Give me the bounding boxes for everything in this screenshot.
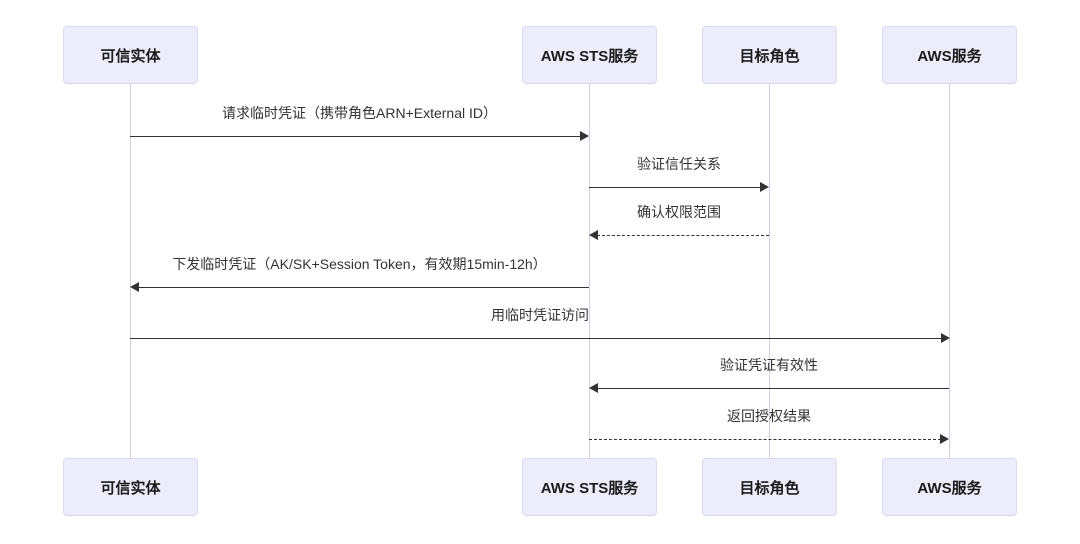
arrowhead-right-icon [580,131,589,141]
message-2-label: 验证信任关系 [637,156,721,172]
arrow-line [589,439,941,440]
actor-box-target-role-bottom: 目标角色 [702,458,837,516]
lifeline-aws-service [949,84,950,459]
actor-box-aws-service-top: AWS服务 [882,26,1017,84]
arrowhead-right-icon [940,434,949,444]
lifeline-target-role [769,84,770,459]
arrowhead-right-icon [760,182,769,192]
message-3-label: 确认权限范围 [637,204,721,220]
arrow-line [589,187,761,188]
actor-box-target-role-top: 目标角色 [702,26,837,84]
message-2-arrow [589,181,769,194]
actor-box-trusted-entity-top: 可信实体 [63,26,198,84]
actor-box-aws-sts-service-top: AWS STS服务 [522,26,657,84]
message-4-label: 下发临时凭证（AK/SK+Session Token，有效期15min-12h） [172,256,547,272]
arrow-line [138,287,589,288]
message-1-arrow [130,130,589,143]
message-3-arrow [589,229,769,242]
message-4-arrow [130,281,589,294]
arrowhead-right-icon [941,333,950,343]
lifeline-trusted-entity [130,84,131,459]
actor-box-aws-sts-service-bottom: AWS STS服务 [522,458,657,516]
message-1-label: 请求临时凭证（携带角色ARN+External ID） [222,105,497,121]
actor-box-aws-service-bottom: AWS服务 [882,458,1017,516]
arrowhead-left-icon [130,282,139,292]
message-5-label: 用临时凭证访问 [491,307,589,323]
arrow-line [130,136,581,137]
arrow-line [597,388,949,389]
message-7-label: 返回授权结果 [727,408,811,424]
lifeline-aws-sts-service [589,84,590,459]
arrow-line [597,235,769,236]
message-7-arrow [589,433,949,446]
message-6-arrow [589,382,949,395]
actor-box-trusted-entity-bottom: 可信实体 [63,458,198,516]
arrowhead-left-icon [589,230,598,240]
arrow-line [130,338,942,339]
message-5-arrow [130,332,950,345]
arrowhead-left-icon [589,383,598,393]
message-6-label: 验证凭证有效性 [720,357,818,373]
